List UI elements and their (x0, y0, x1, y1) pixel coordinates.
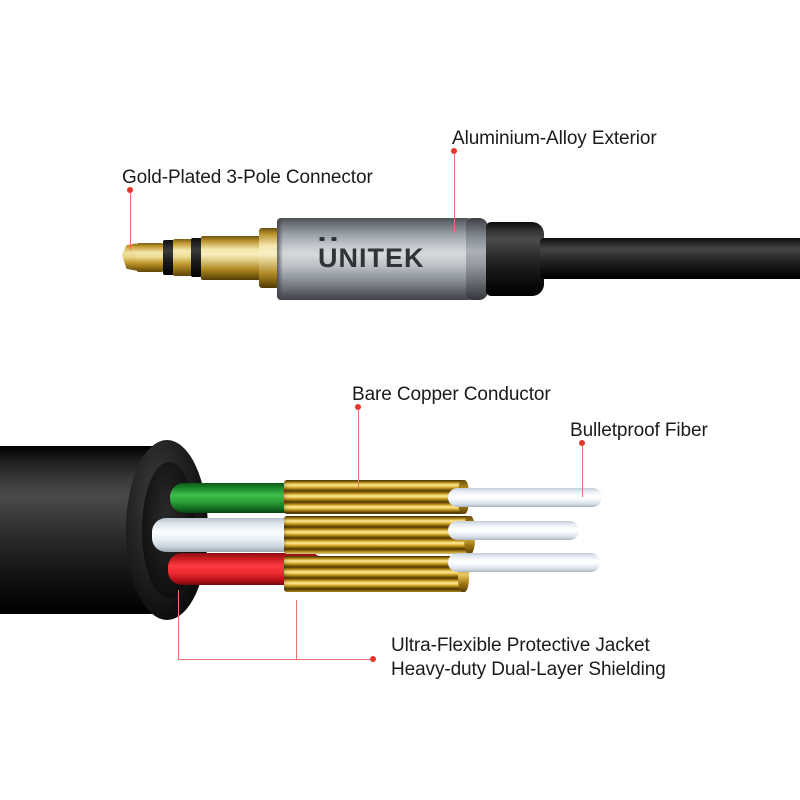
connector-gold-tip (122, 243, 138, 271)
brand-letter-u-glyph: U (318, 243, 339, 273)
plug-connector-illustration: UNITEK Gold-Plated 3-Pole Connector Alum… (0, 0, 800, 340)
callout-label-jacket-line-1: Ultra-Flexible Protective Jacket (391, 635, 650, 656)
connector-insulator-ring-2 (191, 238, 202, 277)
connector-insulator-ring-1 (163, 240, 174, 275)
callout-label-bulletproof-fiber: Bulletproof Fiber (570, 420, 708, 441)
plug-cable-segment (540, 238, 800, 279)
bulletproof-fiber-strand-bottom (448, 553, 600, 572)
callout-leader-jacket-left (178, 590, 179, 660)
bulletproof-fiber-strand-top (448, 488, 602, 507)
brand-umlaut-dots (319, 237, 337, 241)
copper-strand-bundle-middle (284, 516, 470, 554)
callout-label-protective-jacket: Ultra-Flexible Protective Jacket Heavy-d… (391, 634, 691, 682)
copper-bundle-end-bottom (458, 556, 469, 592)
copper-strand-bundle-bottom (284, 556, 464, 592)
callout-dot-aluminium-alloy-exterior (451, 148, 457, 154)
aluminium-alloy-housing (277, 218, 477, 300)
callout-leader-bare-copper-conductor (358, 409, 359, 489)
copper-strand-bundle-top (284, 480, 464, 514)
aluminium-housing-end-cap (466, 218, 488, 300)
callout-dot-bulletproof-fiber (579, 440, 585, 446)
brand-letter-u: U (318, 237, 339, 273)
callout-leader-aluminium-alloy-exterior (454, 153, 455, 233)
bulletproof-fiber-strand-middle (448, 521, 579, 540)
callout-dot-protective-jacket (370, 656, 376, 662)
connector-gold-neck (136, 243, 164, 272)
callout-label-aluminium-alloy-exterior: Aluminium-Alloy Exterior (452, 128, 657, 149)
brand-letters-rest: NITEK (338, 243, 425, 273)
connector-gold-barrel (201, 236, 261, 280)
callout-label-bare-copper-conductor: Bare Copper Conductor (352, 384, 551, 405)
callout-label-jacket-line-2: Heavy-duty Dual-Layer Shielding (391, 659, 666, 680)
cable-strain-relief-boot (486, 222, 544, 296)
callout-leader-shielding-inner (296, 600, 297, 660)
callout-leader-bulletproof-fiber (582, 445, 583, 497)
cable-cross-section-illustration (0, 340, 800, 800)
callout-leader-jacket-horizontal (178, 659, 372, 660)
callout-label-gold-plated-connector: Gold-Plated 3-Pole Connector (122, 167, 373, 188)
connector-gold-band (173, 239, 192, 276)
unitek-brand-wordmark: UNITEK (318, 237, 425, 273)
connector-gold-flange (259, 228, 279, 288)
callout-dot-gold-plated-connector (127, 187, 133, 193)
callout-dot-bare-copper-conductor (355, 404, 361, 410)
callout-leader-gold-plated-connector (130, 192, 131, 250)
